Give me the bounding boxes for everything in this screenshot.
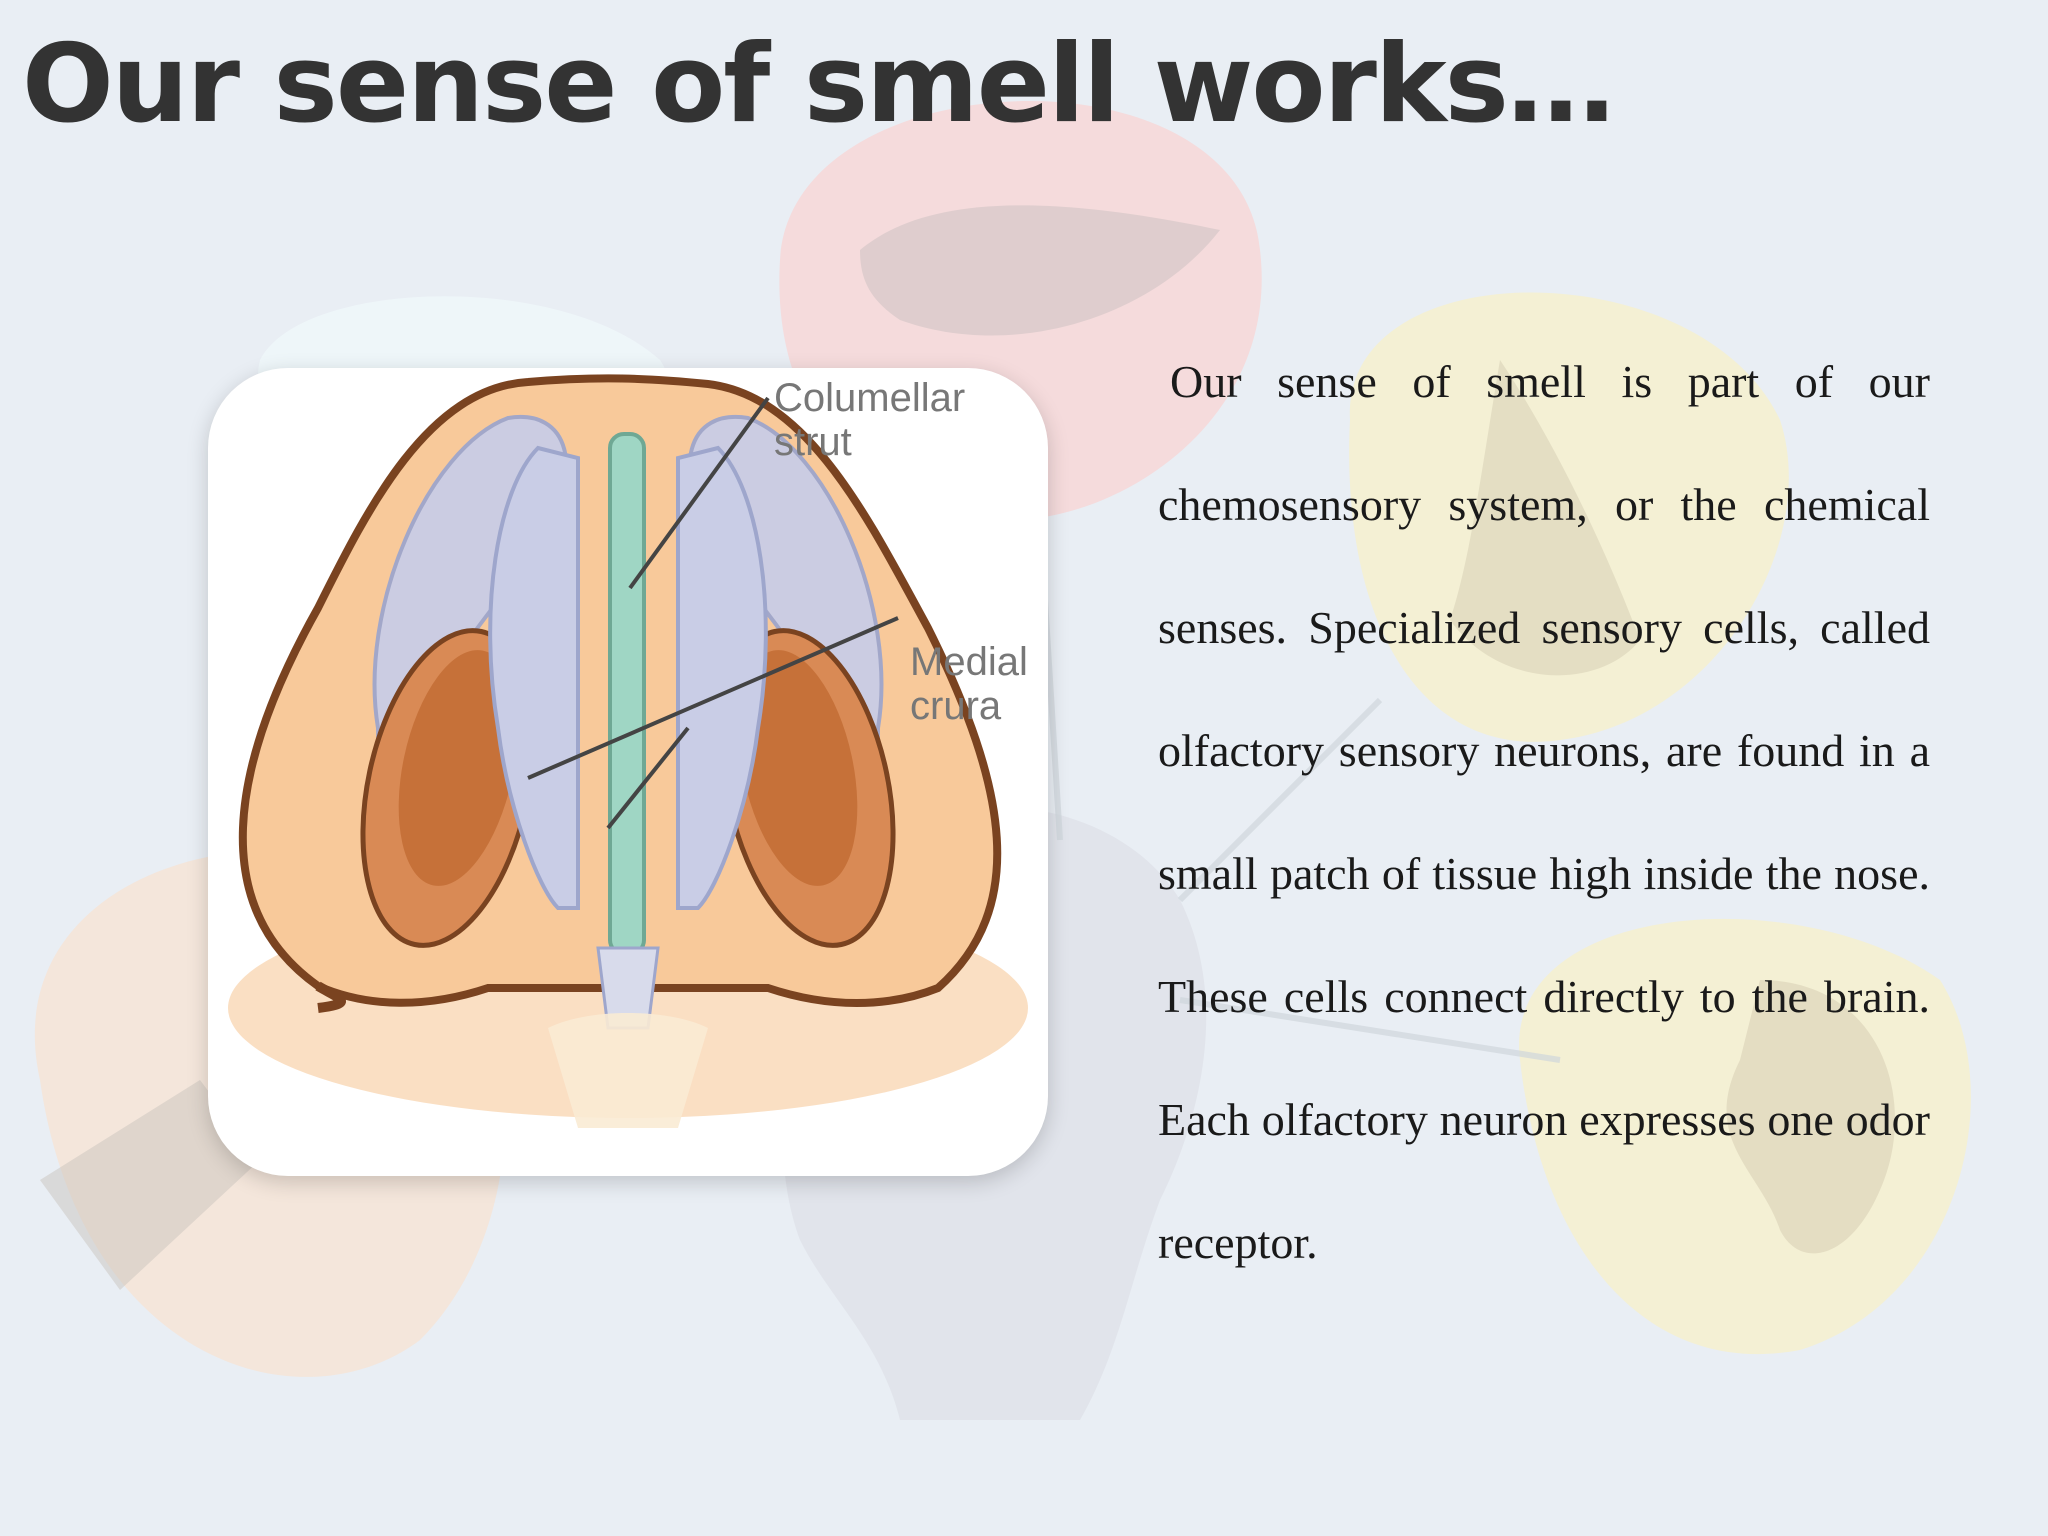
- left-nostril-inner: [398, 650, 518, 886]
- medial-crura-label: Medial crura: [910, 640, 1028, 728]
- left-ala-curl: [315, 981, 347, 1013]
- left-medial-crus: [488, 445, 580, 910]
- nose-diagram: [228, 374, 1028, 1128]
- columellar-strut-leader: [628, 396, 770, 590]
- nose-anatomy-figure: Columellar strut Medial crura: [208, 368, 1048, 1176]
- right-medial-crus: [676, 445, 768, 910]
- columellar-strut-label: Columellar strut: [774, 376, 966, 464]
- medial-crura-leader-2: [606, 726, 690, 830]
- body-paragraph: Our sense of smell is part of our chemos…: [1158, 356, 1930, 1268]
- medial-crura-leader: [527, 616, 899, 780]
- nose-sketch: [1450, 360, 1640, 676]
- right-nostril-inner: [738, 650, 858, 886]
- lips-sketch: [860, 205, 1220, 336]
- hand-sketch: [40, 1080, 260, 1290]
- ear-sketch: [1726, 980, 1895, 1254]
- slide-title: Our sense of smell works…: [22, 22, 1615, 147]
- columellar-strut: [608, 432, 646, 956]
- philtrum: [548, 1013, 708, 1128]
